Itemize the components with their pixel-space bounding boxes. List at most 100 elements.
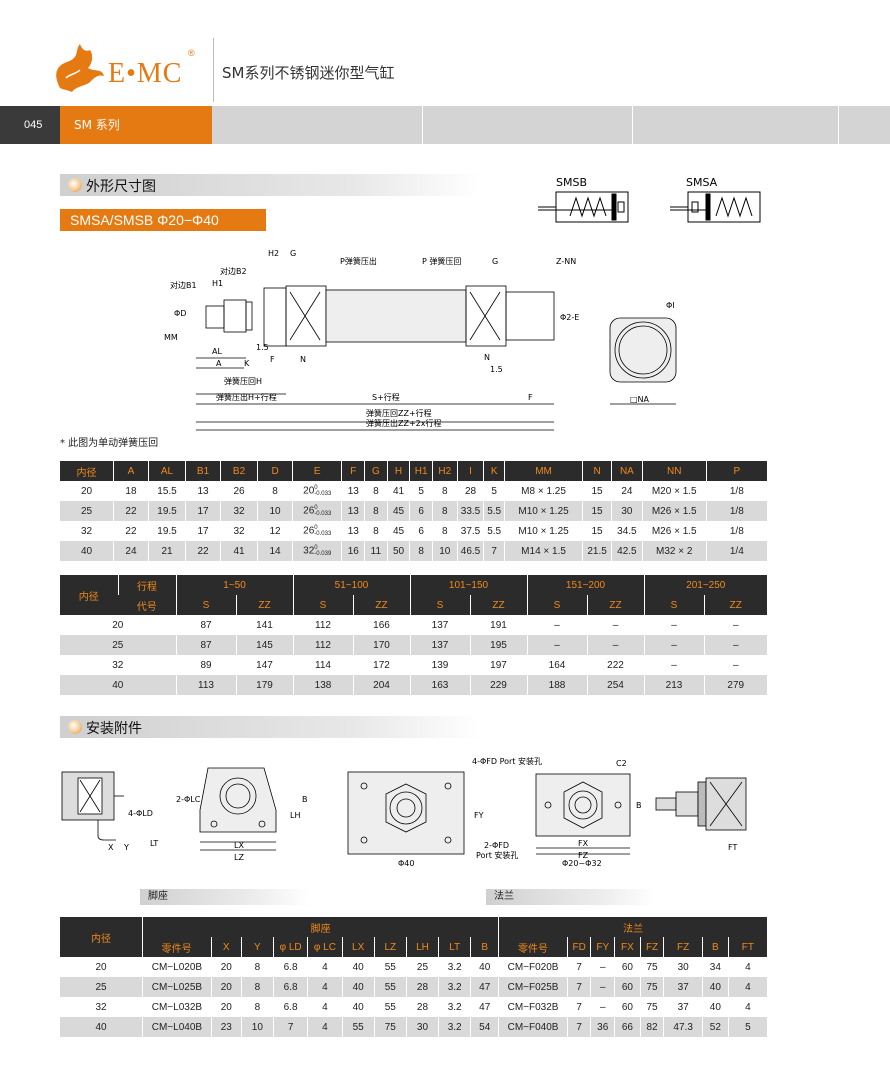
table-cell: 10 bbox=[431, 541, 458, 561]
table-cell: 26 bbox=[220, 481, 258, 501]
col-flange-header: FZ bbox=[663, 937, 703, 957]
col-flange-header: FX bbox=[614, 937, 641, 957]
lbl-phi2032: Φ20~Φ32 bbox=[562, 859, 602, 868]
table-cell: 24 bbox=[113, 541, 149, 561]
table-cell: 40 bbox=[60, 541, 114, 561]
table-cell: 8 bbox=[240, 957, 274, 977]
dim-f2: F bbox=[528, 393, 533, 402]
col-h: H bbox=[386, 461, 410, 481]
table-cell: 34 bbox=[701, 957, 729, 977]
table-cell: 8 bbox=[364, 481, 388, 501]
table-cell: 164 bbox=[526, 655, 587, 675]
dim-15b: 1.5 bbox=[490, 365, 503, 374]
lbl-fd4: 4-ΦFD Port 安装孔 bbox=[472, 756, 542, 766]
e-tol-upper: 0 bbox=[314, 545, 318, 551]
table-cell: – bbox=[590, 977, 615, 997]
table-cell: 166 bbox=[352, 615, 410, 635]
table-cell: 52 bbox=[701, 1017, 729, 1037]
table-cell: 188 bbox=[526, 675, 587, 695]
table-cell: 15 bbox=[582, 501, 612, 521]
table-cell: 19.5 bbox=[147, 521, 186, 541]
e-tol-lower: -0.033 bbox=[314, 511, 332, 517]
table-cell: 46.5 bbox=[456, 541, 484, 561]
e-tol-lower: -0.033 bbox=[314, 491, 332, 497]
table-cell: 30 bbox=[610, 501, 643, 521]
smsa-label: SMSA bbox=[686, 176, 718, 189]
table-cell: 22 bbox=[185, 541, 221, 561]
col-n: N bbox=[582, 461, 612, 481]
table-cell: 23 bbox=[210, 1017, 242, 1037]
section-bullet-icon bbox=[68, 720, 82, 734]
lbl-b2: B bbox=[636, 801, 642, 810]
table-cell: 75 bbox=[373, 1017, 407, 1037]
table-cell: 3.2 bbox=[438, 977, 471, 997]
dim-h2: H2 bbox=[268, 249, 279, 258]
table-cell: 8 bbox=[409, 541, 433, 561]
dim-s-stroke: S+行程 bbox=[372, 392, 400, 402]
table-cell: 254 bbox=[586, 675, 644, 695]
dim-f1: F bbox=[270, 355, 275, 364]
col-foot-header: B bbox=[470, 937, 499, 957]
e-tol-upper: 0 bbox=[314, 525, 318, 531]
lbl-lh: LH bbox=[290, 811, 300, 820]
col-al: AL bbox=[147, 461, 186, 481]
table-cell: 15 bbox=[582, 521, 612, 541]
col-e: E bbox=[292, 461, 342, 481]
table-cell: 138 bbox=[292, 675, 353, 695]
table-cell: CM−F040B bbox=[498, 1017, 568, 1037]
col-h1: H1 bbox=[409, 461, 433, 481]
table-cell: 50 bbox=[386, 541, 410, 561]
table-cell: 8 bbox=[431, 501, 458, 521]
table-cell: 20 bbox=[80, 485, 93, 497]
dim-p-spring-back: P 弹簧压回 bbox=[422, 256, 461, 266]
table-cell: 11 bbox=[364, 541, 388, 561]
table-cell: 113 bbox=[175, 675, 236, 695]
col-flange-header: B bbox=[701, 937, 729, 957]
col-zz: ZZ bbox=[703, 595, 767, 615]
table-cell: 1/4 bbox=[705, 541, 767, 561]
dim-b2: 对边B2 bbox=[220, 266, 247, 276]
table-cell: 20 bbox=[210, 977, 242, 997]
table-cell: CM−F020B bbox=[498, 957, 568, 977]
band-divider bbox=[422, 106, 423, 144]
table-cell: 204 bbox=[352, 675, 410, 695]
col-range-5: 201~250 bbox=[643, 575, 767, 595]
table-cell: 13 bbox=[341, 521, 365, 541]
table-cell: 55 bbox=[373, 997, 407, 1017]
table-cell: 4 bbox=[727, 957, 767, 977]
col-k: K bbox=[483, 461, 505, 481]
table-cell: 137 bbox=[409, 635, 470, 655]
smsb-label: SMSB bbox=[556, 176, 587, 189]
table-cell: 28 bbox=[405, 977, 439, 997]
col-range-1: 1~50 bbox=[175, 575, 293, 595]
table-cell: 8 bbox=[364, 521, 388, 541]
section-bullet-icon bbox=[68, 178, 82, 192]
lbl-b1: B bbox=[302, 795, 308, 804]
table-cell: – bbox=[643, 615, 704, 635]
table-cell: 197 bbox=[469, 655, 527, 675]
col-foot-header: φ LD bbox=[272, 937, 308, 957]
e-tolerance: 0-0.033 bbox=[314, 485, 331, 497]
table-cell: – bbox=[703, 655, 767, 675]
table-cell: 45 bbox=[386, 501, 410, 521]
table-cell: 5 bbox=[409, 481, 433, 501]
col-p: P bbox=[705, 461, 767, 481]
table-cell: 13 bbox=[341, 501, 365, 521]
lbl-fy: FY bbox=[474, 811, 484, 820]
table-cell: 13 bbox=[341, 481, 365, 501]
table-cell: M26 × 1.5 bbox=[641, 521, 707, 541]
table-cell: 47.3 bbox=[663, 1017, 703, 1037]
col-s: S bbox=[175, 595, 236, 615]
table-cell: 15.5 bbox=[147, 481, 186, 501]
col-zz: ZZ bbox=[586, 595, 644, 615]
col-zz: ZZ bbox=[352, 595, 410, 615]
dim-15a: 1.5 bbox=[256, 343, 269, 352]
col-s: S bbox=[526, 595, 587, 615]
